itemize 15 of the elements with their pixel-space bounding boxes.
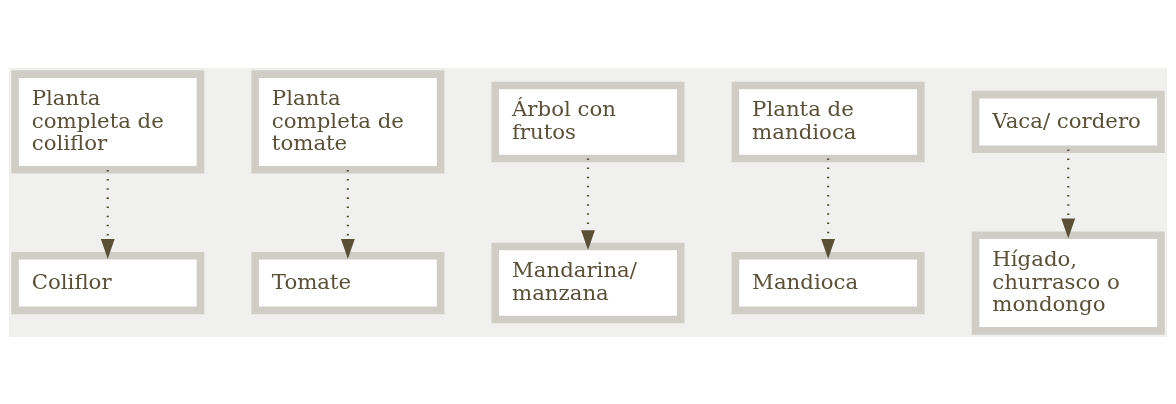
node-box: Coliflor xyxy=(11,251,205,314)
node-box: Mandioca xyxy=(731,251,925,314)
node-box: Mandarina/ manzana xyxy=(491,242,685,323)
node-box: Tomate xyxy=(251,251,445,314)
node-box: Vaca/ cordero xyxy=(971,90,1165,153)
arrow xyxy=(1061,149,1076,238)
node-box: Planta de mandioca xyxy=(731,81,925,162)
node-box: Planta completa de coliflor xyxy=(11,69,205,174)
arrow xyxy=(581,158,595,250)
arrow xyxy=(340,169,355,259)
arrow xyxy=(100,169,115,259)
node-box: Árbol con frutos xyxy=(491,81,685,162)
arrow xyxy=(821,158,836,259)
node-box: Planta completa de tomate xyxy=(251,69,445,174)
node-box: Hígado, churrasco o mondongo xyxy=(971,230,1165,335)
